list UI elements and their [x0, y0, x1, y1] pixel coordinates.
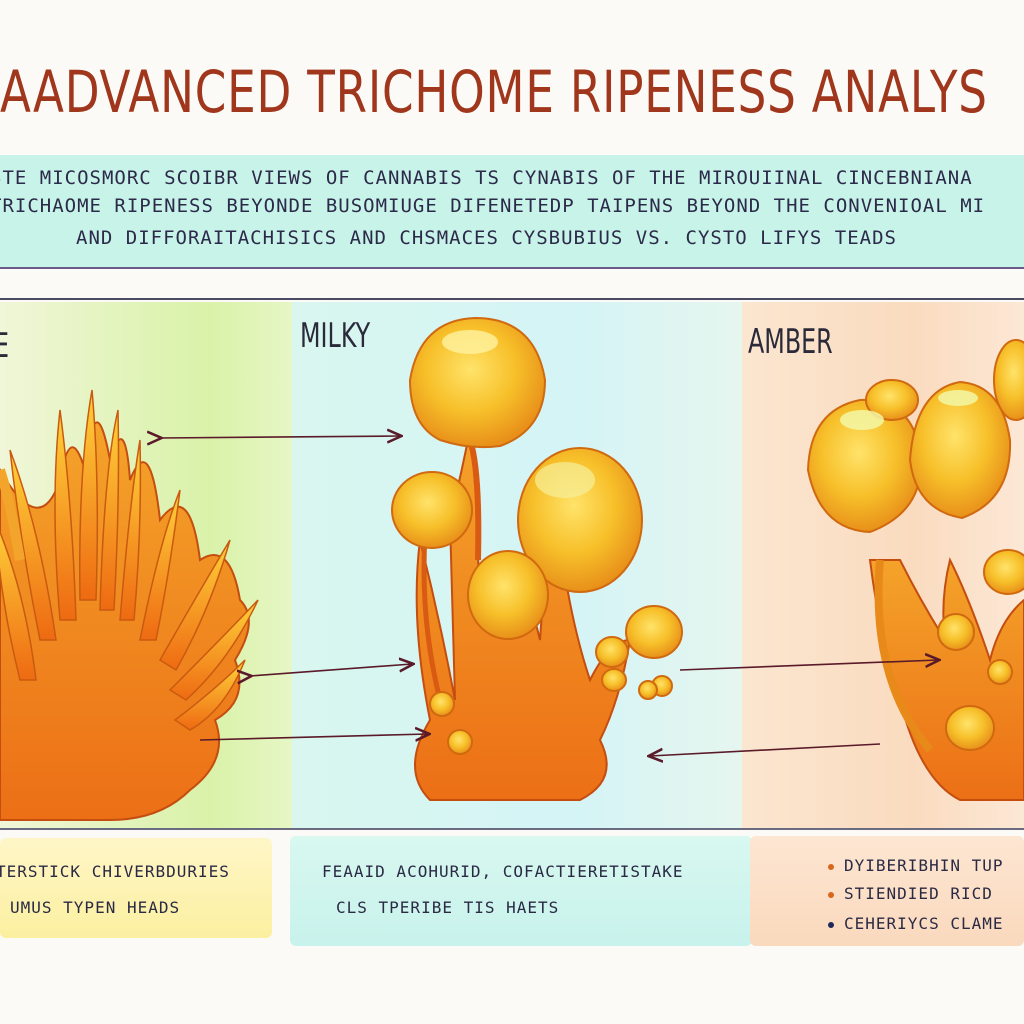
- caption-milky-2: CLS TPERIBE TIS HAETS: [336, 898, 560, 917]
- caption-amber-2: STIENDIED RICD: [828, 884, 993, 903]
- caption-milky-1: FEAAID ACOHURID, COFACTIERETISTAKE: [322, 862, 684, 881]
- subtitle-line-3: AND DIFFORAITACHISICS AND CHSMACES CYSBU…: [76, 227, 897, 249]
- bullet-orange-icon: [828, 863, 834, 870]
- caption-clear-1: TERSTICK CHIVERBDURIES: [0, 862, 230, 881]
- subtitle-line-2: TRICHAOME RIPENESS BEYONDE BUSOMIUGE DIF…: [0, 195, 986, 217]
- bullet-orange-icon: [828, 891, 834, 898]
- caption-clear-2: UMUS TYPEN HEADS: [10, 898, 181, 917]
- caption-box-clear: [0, 838, 272, 938]
- caption-amber-2-text: STIENDIED RICD: [844, 884, 993, 903]
- panel-label-amber: AMBER: [748, 322, 833, 362]
- milky-trichome-cluster: [391, 316, 683, 801]
- section-divider: [0, 298, 1024, 300]
- comparison-arrows: [160, 436, 938, 756]
- caption-amber-1: DYIBERIBHIN TUP: [828, 856, 1004, 875]
- caption-amber-3-text: CEHERIYCS CLAME: [844, 914, 1004, 933]
- caption-amber-1-text: DYIBERIBHIN TUP: [844, 856, 1004, 875]
- subtitle-band: STE MICOSMORC SCOIBR VIEWS OF CANNABIS T…: [0, 155, 1024, 269]
- caption-amber-3: CEHERIYCS CLAME: [828, 914, 1004, 933]
- panel-label-clear: E: [0, 326, 9, 366]
- caption-box-milky: [290, 836, 752, 946]
- bullet-navy-icon: [828, 921, 834, 928]
- panel-label-milky: MILKY: [300, 316, 371, 356]
- caption-box-amber: [750, 836, 1024, 946]
- subtitle-line-1: STE MICOSMORC SCOIBR VIEWS OF CANNABIS T…: [0, 167, 973, 189]
- caption-divider: [0, 828, 1024, 830]
- clear-trichome-cluster: [0, 389, 259, 821]
- amber-trichome-cluster: [806, 339, 1024, 801]
